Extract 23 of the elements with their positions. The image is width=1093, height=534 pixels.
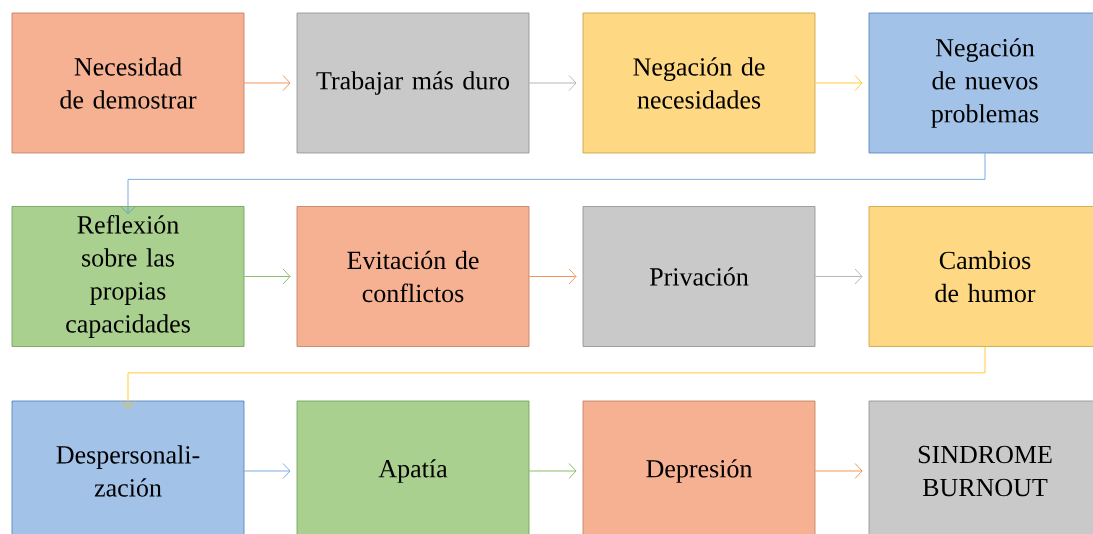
arrow (815, 268, 863, 285)
process-box: Evitación de conflictos (296, 206, 530, 347)
process-box: Apatía (296, 400, 530, 534)
process-box: Reflexión sobre las propias capacidades (11, 206, 245, 347)
process-box: Negación de nuevos problemas (868, 12, 1093, 154)
arrow (244, 268, 291, 285)
process-box: Cambios de humor (868, 206, 1093, 347)
arrow (815, 463, 863, 479)
process-box: Privación (582, 206, 816, 347)
process-box: Trabajar más duro (296, 12, 530, 154)
arrow (120, 153, 986, 214)
process-box: Depresión (582, 400, 816, 534)
process-box: SINDROME BURNOUT (868, 400, 1093, 534)
arrow (815, 75, 863, 91)
process-box: Despersonali- zación (11, 400, 245, 534)
process-box: Negación de necesidades (582, 12, 816, 154)
arrow (244, 463, 291, 479)
arrow (529, 75, 577, 91)
arrow (244, 75, 291, 91)
arrow (529, 463, 577, 479)
arrow (529, 268, 577, 285)
process-box: Necesidad de demostrar (11, 12, 245, 154)
arrow (120, 346, 986, 409)
